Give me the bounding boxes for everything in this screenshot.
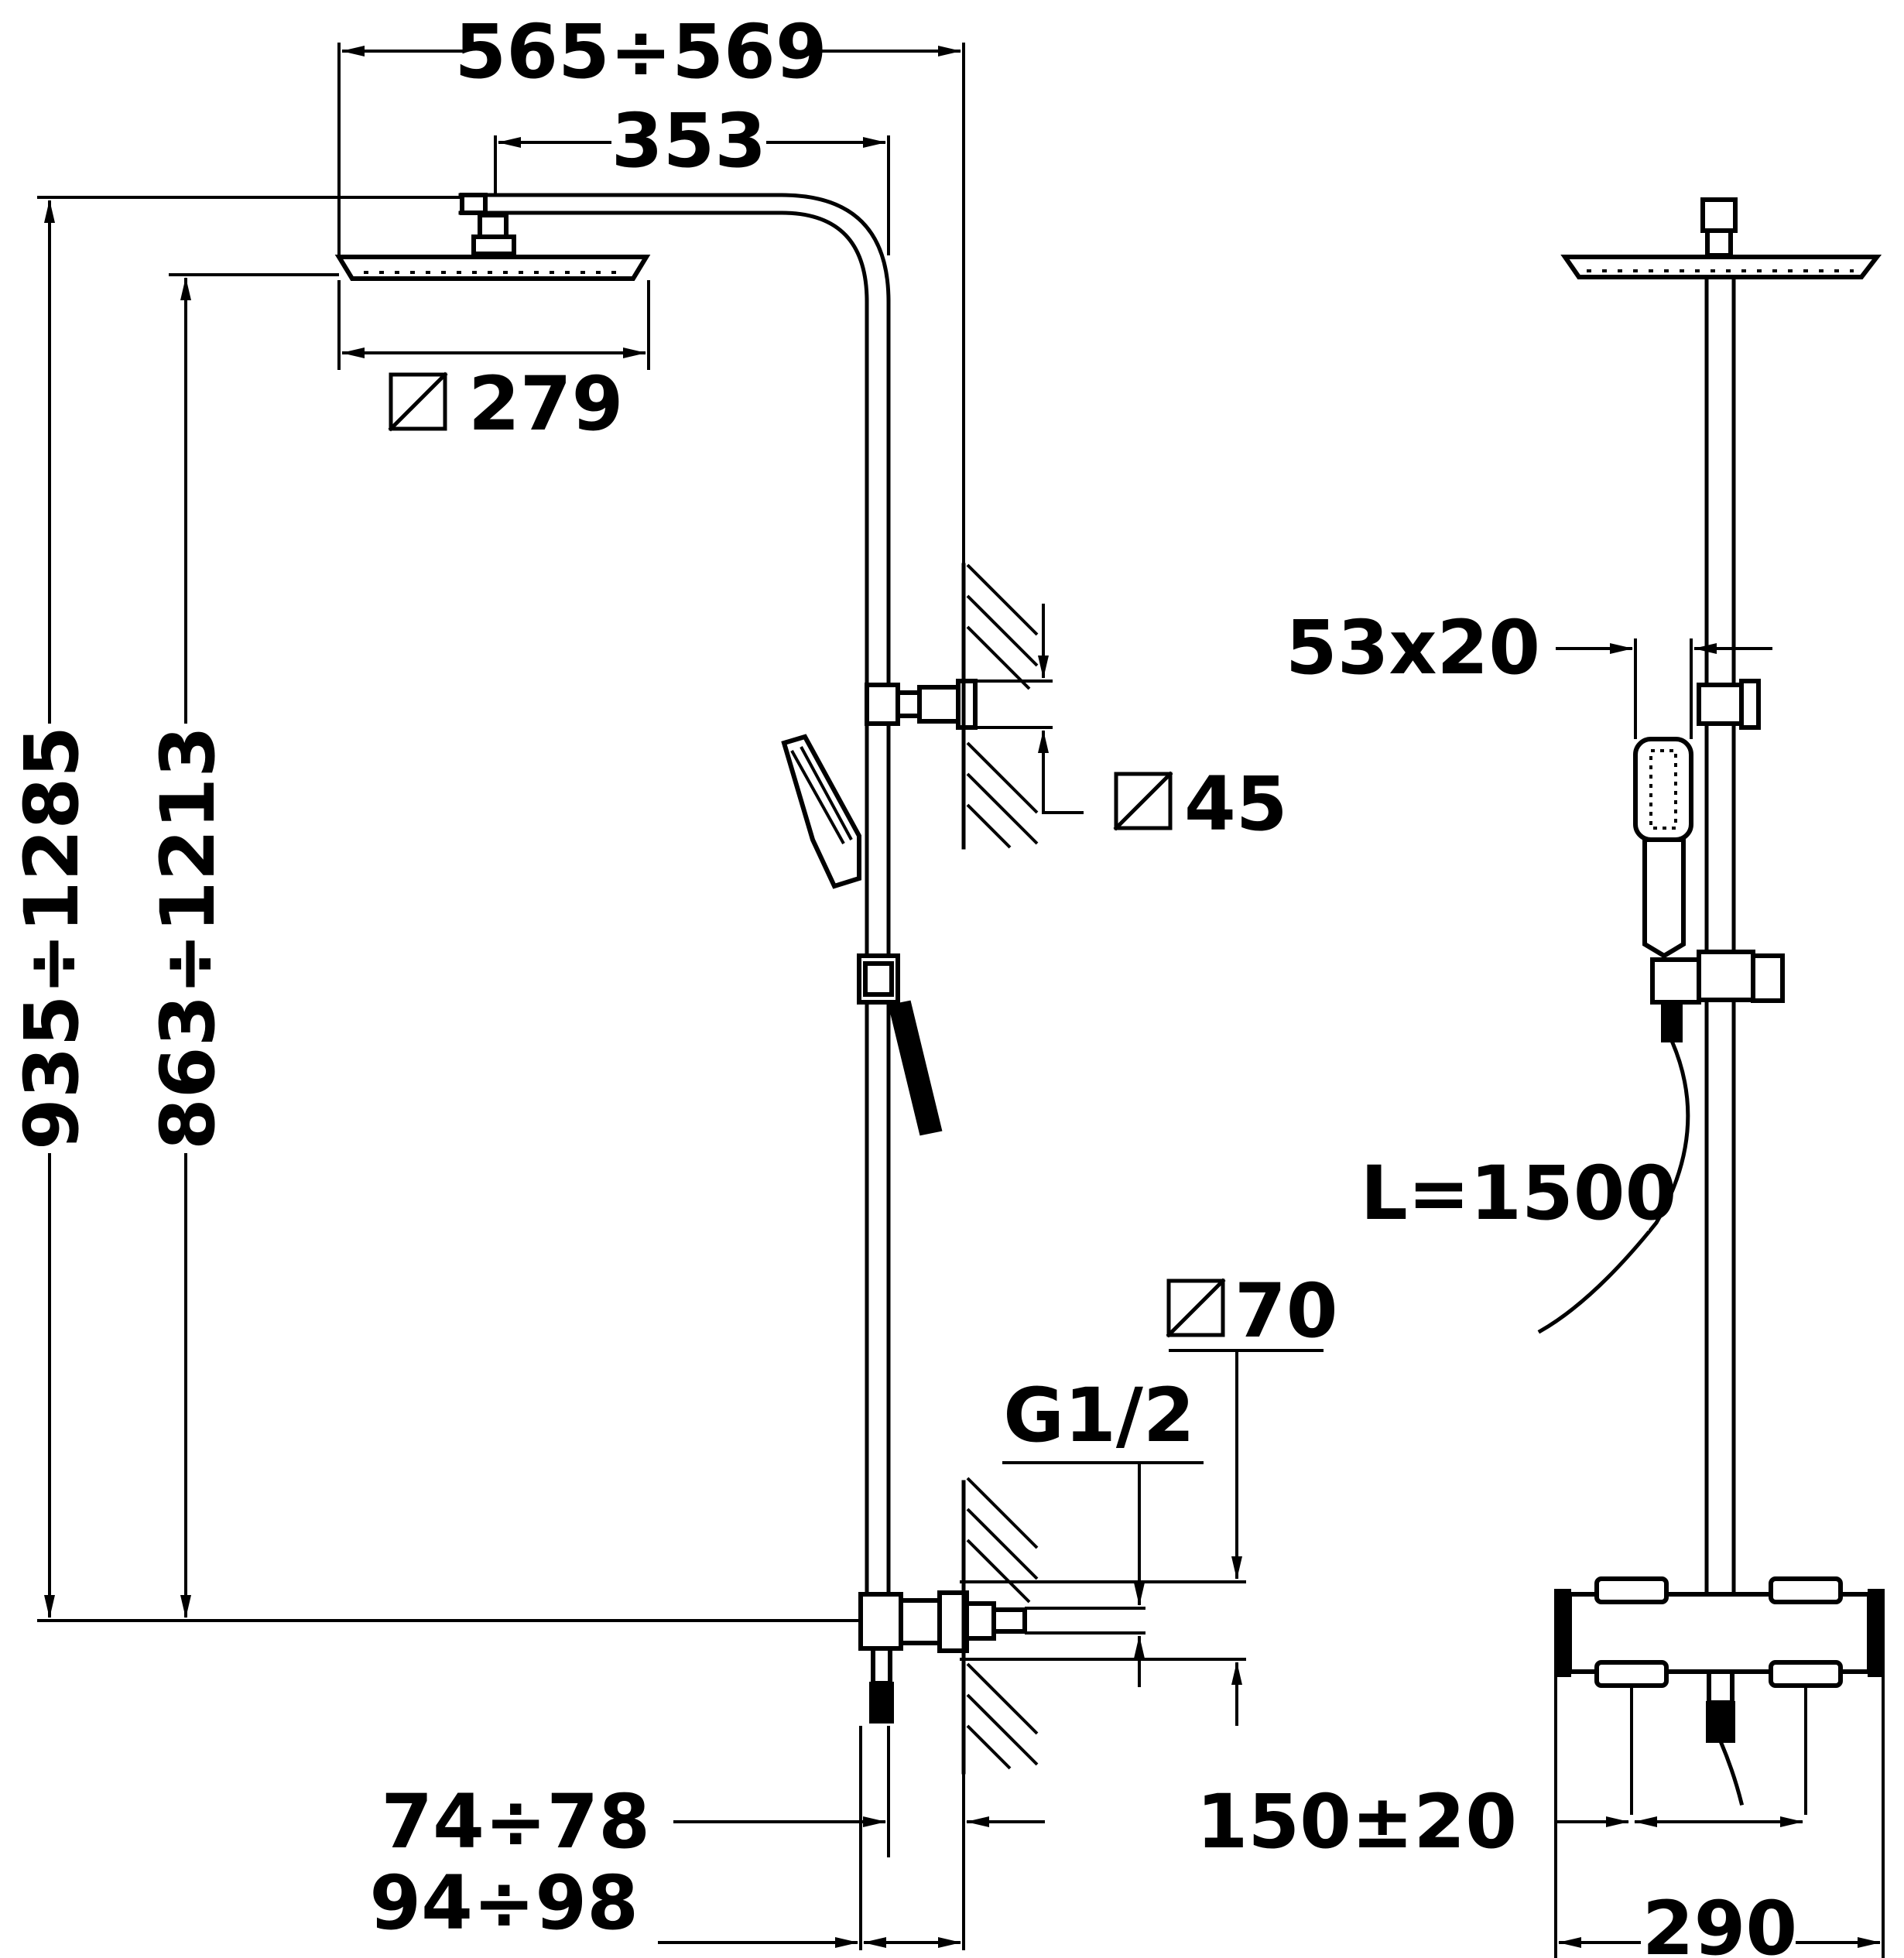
square-symbol-icon — [388, 371, 448, 432]
label-projection-large: 94÷98 — [369, 1860, 639, 1946]
dimension-labels: 565÷569 353 279 935÷1285 863÷1213 45 70 … — [9, 9, 1797, 1958]
label-inlet-centres: 150±20 — [1197, 1778, 1517, 1865]
label-arm-length: 353 — [611, 98, 766, 184]
square-symbol-icon — [1166, 1278, 1226, 1338]
dimension-lines-side — [37, 43, 1324, 1950]
label-hand-shower-size: 53x20 — [1286, 604, 1540, 691]
label-head-size: 279 — [468, 361, 623, 447]
label-connection-thread: G1/2 — [1003, 1372, 1194, 1459]
side-view — [334, 193, 1039, 1775]
label-head-height: 863÷1213 — [145, 726, 231, 1150]
dimension-lines-front — [1554, 638, 1885, 1958]
label-mixer-body-size: 70 — [1235, 1268, 1338, 1354]
label-overall-height: 935÷1285 — [9, 726, 95, 1150]
label-mixer-width: 290 — [1642, 1885, 1797, 1958]
label-wall-bracket-size: 45 — [1184, 761, 1288, 847]
square-symbol-icon — [1113, 771, 1173, 831]
front-view — [1537, 197, 1885, 1806]
label-overall-width: 565÷569 — [454, 9, 827, 95]
label-projection-small: 74÷78 — [381, 1778, 650, 1865]
label-hose-length: L=1500 — [1361, 1150, 1677, 1237]
